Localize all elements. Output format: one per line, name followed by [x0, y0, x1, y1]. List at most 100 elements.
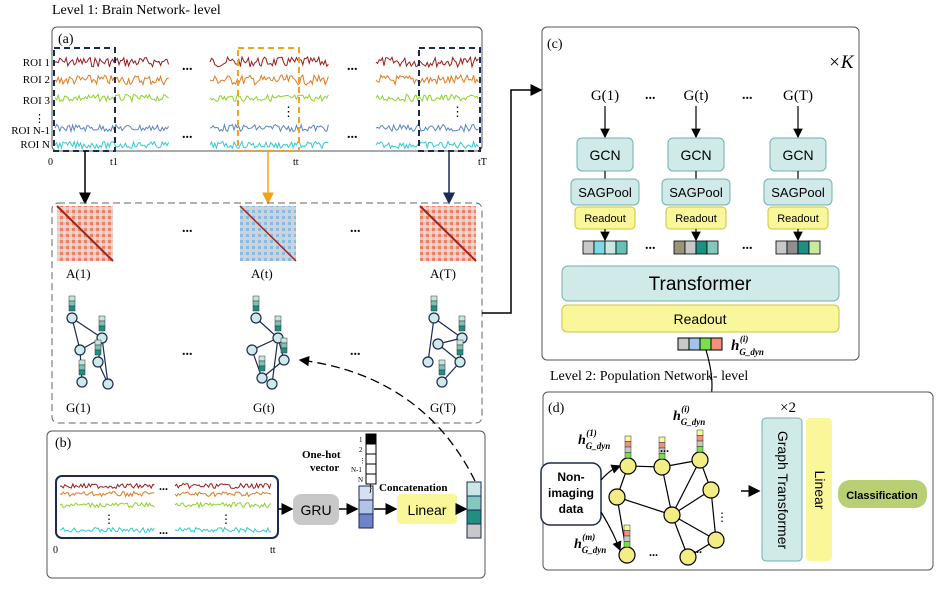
- graph-3-node-1-feature-3: [430, 305, 438, 312]
- embedding-1-cell-4: [615, 240, 628, 255]
- graph-3-edge-1: [433, 317, 463, 339]
- ellipsis-b2: ...: [159, 523, 168, 537]
- repeat-2: ×2: [780, 400, 796, 416]
- pop-node-1-feature-1: [624, 435, 632, 442]
- panel-d: (d) ×2 Non- imaging data hG_dyn(1) hG_dy…: [540, 391, 934, 571]
- graph-3-node-3-feature-1: [458, 315, 466, 322]
- readout-wide-box: [561, 304, 840, 333]
- roi-label-5: ROI N-1: [11, 125, 50, 137]
- pop-node-6: [702, 481, 720, 499]
- graph-input-3: G(T): [783, 88, 813, 104]
- sagpool-label-1: SAGPool: [578, 185, 632, 200]
- pop-node-2: [608, 488, 626, 506]
- roi-label-2: ROI 2: [23, 74, 50, 86]
- graph-3-edge-6: [427, 317, 435, 363]
- brain-graphs: [66, 295, 468, 390]
- roi-label-4: ⋮: [34, 113, 45, 125]
- time-label-0: 0: [48, 157, 53, 168]
- graph-1-edge-5: [101, 337, 109, 385]
- signal-roi-4-seg-2: [209, 122, 329, 133]
- graph-2-node-2: [246, 344, 258, 356]
- graph-1-node-3-feature-1: [98, 315, 106, 322]
- signal-roi-5-seg-3: [375, 139, 479, 150]
- vdots-a2: ⋮: [451, 104, 464, 119]
- signal-roi-4-seg-3: [375, 123, 479, 133]
- ellipsis-c2: ...: [742, 88, 753, 103]
- graph-2-node-6: [266, 378, 278, 390]
- signal-roi-1-seg-1: [54, 55, 170, 69]
- graph-1-edge-7: [71, 317, 103, 339]
- b-signal-4-seg-1: [59, 526, 155, 534]
- matrix-label-1: A(1): [66, 266, 91, 281]
- level1-title: Level 1: Brain Network- level: [52, 3, 221, 18]
- vdots-d: ⋮: [716, 510, 728, 524]
- graph-2-node-4-feature-1: [280, 337, 288, 344]
- graph-1-node-5-feature-1: [78, 359, 86, 366]
- time-label-tT: tT: [478, 157, 487, 168]
- b-signal-3-seg-1: [59, 501, 155, 509]
- signal-roi-3-seg-3: [375, 93, 479, 103]
- b-time-0: 0: [53, 545, 58, 556]
- linear-label-b: Linear: [408, 502, 447, 518]
- graph-2-node-1-feature-1: [252, 295, 260, 302]
- pop-node-4: [653, 458, 671, 476]
- time-label-t1: t1: [110, 157, 118, 168]
- onehot-digit-5: N: [358, 476, 363, 484]
- gru-input-signals: [59, 482, 272, 534]
- ellipsis-d2: ...: [649, 545, 658, 559]
- pop-node-5-feature-2: [696, 435, 704, 442]
- onehot-digit-1: 1: [359, 436, 363, 444]
- graph-3-node-1-feature-1: [430, 295, 438, 302]
- gcn-label-3: GCN: [782, 147, 813, 163]
- pop-node-9-feature-4: [623, 541, 631, 548]
- readout-label-2: Readout: [675, 213, 717, 225]
- signal-roi-1-seg-2: [209, 55, 329, 68]
- graph-2-node-3-feature-2: [274, 320, 282, 327]
- graph-1-node-4: [92, 356, 104, 368]
- graph-3-node-1: [428, 312, 440, 324]
- dashed-feature-arrow: [298, 355, 476, 482]
- gru-label: GRU: [300, 502, 331, 518]
- embedding-2-cell-1: [673, 240, 686, 255]
- ellipsis-a2: ...: [347, 59, 358, 74]
- graph-3-node-4: [454, 356, 466, 368]
- pop-node-9-feature-2: [623, 530, 631, 537]
- signal-roi-5-seg-1: [54, 139, 170, 150]
- h-dyn-c-label: hG_dyn(i): [731, 334, 764, 357]
- graph-transformer-label: Graph Transformer: [775, 431, 791, 550]
- sagpool-box-2: [661, 178, 731, 206]
- h-dyn-cell-1: [677, 337, 690, 351]
- arrow-to-panel-c: [482, 84, 543, 314]
- gru-output-vector-cell-2: [358, 499, 374, 515]
- pop-node-5-feature-1: [696, 429, 704, 436]
- h-dyn-i-label: hG_dyn(i): [673, 404, 705, 427]
- signal-roi-5-seg-2: [209, 140, 329, 150]
- ellipsis-d3: ...: [693, 542, 702, 556]
- graph-2-node-4-feature-2: [280, 342, 288, 349]
- pop-edge-13: [671, 459, 701, 516]
- ellipsis-a1: ...: [182, 59, 193, 74]
- onehot-digit-4: N-1: [351, 466, 362, 474]
- non-imaging-line-2: imaging: [548, 486, 594, 500]
- graph-2-node-3-feature-3: [274, 325, 282, 332]
- graph-label-1: G(1): [66, 400, 91, 415]
- ellipsis-c3: ...: [645, 238, 656, 253]
- pop-node-1: [619, 457, 637, 475]
- pop-node-5-feature-3: [696, 440, 704, 447]
- ellipsis-a4: ...: [347, 127, 358, 142]
- node-feature-cell-2: [466, 495, 482, 511]
- graph-1-node-6: [102, 378, 114, 390]
- signal-roi-4-seg-1: [54, 123, 170, 134]
- embedding-3-cell-2: [786, 240, 799, 255]
- onehot-cell-1: [365, 433, 377, 445]
- h-dyn-cell-4: [710, 337, 723, 351]
- pop-node-1-feature-3: [624, 446, 632, 453]
- embedding-2-cell-4: [706, 240, 719, 255]
- pop-node-8: [679, 548, 697, 566]
- non-imaging-arrow-2: [600, 511, 622, 552]
- b-signal-1-seg-2: [174, 482, 272, 490]
- matrices-graphs-panel: A(1) A(t) A(T) ... ... G(1) G(t) G(T) ..…: [51, 202, 483, 424]
- graph-3-node-2: [432, 338, 444, 350]
- graph-3-node-4-feature-2: [456, 344, 464, 351]
